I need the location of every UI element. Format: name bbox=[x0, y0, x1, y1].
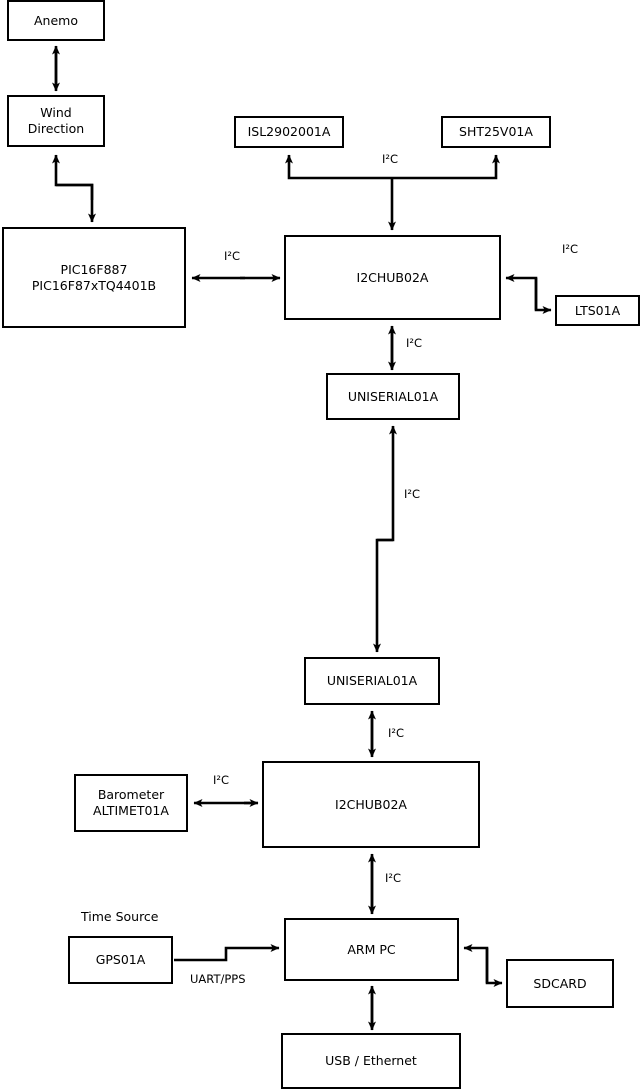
node-pic-microcontroller[interactable]: PIC16F887 PIC16F87xTQ4401B bbox=[2, 227, 186, 328]
node-gps01a[interactable]: GPS01A bbox=[68, 936, 173, 984]
edge-label-barometer-to-hub: I²C bbox=[213, 773, 230, 787]
node-uniserial01a-top[interactable]: UNISERIAL01A bbox=[326, 373, 460, 420]
node-arm-pc[interactable]: ARM PC bbox=[284, 918, 459, 981]
node-uniserial01a-bottom[interactable]: UNISERIAL01A bbox=[304, 657, 440, 705]
node-anemo[interactable]: Anemo bbox=[7, 0, 105, 41]
edge-hub-sensors bbox=[285, 154, 500, 231]
edge-uniserial-link bbox=[373, 425, 397, 653]
edge-label-uniserial-to-hub-bottom: I²C bbox=[388, 726, 405, 740]
edge-wind-pic bbox=[52, 154, 96, 223]
node-i2chub02a-bottom[interactable]: I2CHUB02A bbox=[262, 761, 480, 848]
edge-arm-sdcard bbox=[463, 944, 503, 987]
edge-label-gps-to-arm: UART/PPS bbox=[190, 972, 246, 986]
edge-label-hub-to-sensors: I²C bbox=[382, 152, 399, 166]
node-usb-ethernet[interactable]: USB / Ethernet bbox=[281, 1033, 461, 1089]
node-sdcard[interactable]: SDCARD bbox=[506, 959, 614, 1008]
edge-label-hub-to-uniserial: I²C bbox=[406, 336, 423, 350]
edge-gps-arm bbox=[174, 944, 280, 962]
label-time-source: Time Source bbox=[81, 909, 159, 924]
edge-label-hub-to-lts: I²C bbox=[562, 242, 579, 256]
edge-hub-lts bbox=[505, 274, 552, 314]
node-sht25v01a[interactable]: SHT25V01A bbox=[441, 116, 551, 148]
node-i2chub02a-top[interactable]: I2CHUB02A bbox=[284, 235, 501, 320]
edge-label-hub-bottom-to-arm: I²C bbox=[385, 871, 402, 885]
node-lts01a[interactable]: LTS01A bbox=[555, 295, 640, 326]
edge-label-pic-to-hub: I²C bbox=[224, 249, 241, 263]
node-isl2902001a[interactable]: ISL2902001A bbox=[234, 116, 344, 148]
node-barometer-altimet01a[interactable]: Barometer ALTIMET01A bbox=[74, 774, 188, 832]
node-wind-direction[interactable]: Wind Direction bbox=[7, 95, 105, 147]
edge-label-uniserial-link: I²C bbox=[404, 487, 421, 501]
